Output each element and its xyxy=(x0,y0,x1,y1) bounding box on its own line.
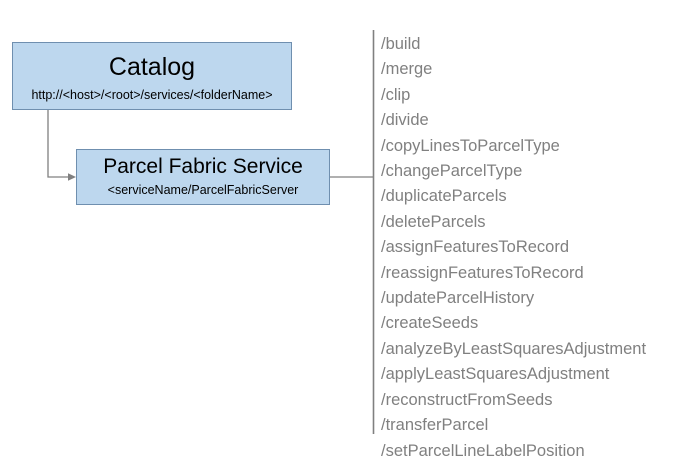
operation-item: /reconstructFromSeeds xyxy=(381,390,553,409)
node-parcel-fabric-service-subtitle: <serviceName/ParcelFabricServer xyxy=(107,183,299,197)
operation-item: /analyzeByLeastSquaresAdjustment xyxy=(381,339,647,358)
operation-item: /changeParcelType xyxy=(381,162,523,181)
node-parcel-fabric-service: Parcel Fabric Service <serviceName/Parce… xyxy=(76,149,330,205)
operation-item: /merge xyxy=(381,60,433,79)
node-parcel-fabric-service-title: Parcel Fabric Service xyxy=(103,155,303,178)
diagram-canvas: Catalog http://<host>/<root>/services/<f… xyxy=(12,30,646,460)
operation-item: /applyLeastSquaresAdjustment xyxy=(381,365,610,384)
operation-item: /setParcelLineLabelPosition xyxy=(381,441,585,460)
operation-item: /deleteParcels xyxy=(381,212,486,231)
operation-item: /duplicateParcels xyxy=(381,187,507,206)
node-catalog-title: Catalog xyxy=(108,53,196,81)
operation-item: /build xyxy=(381,35,421,53)
operation-item: /reassignFeaturesToRecord xyxy=(381,263,584,282)
operation-item: /createSeeds xyxy=(381,314,479,333)
operations-list: /build /merge /clip /divide /copyLinesTo… xyxy=(381,32,681,464)
operation-item: /transferParcel xyxy=(381,416,489,435)
node-catalog: Catalog http://<host>/<root>/services/<f… xyxy=(12,42,292,110)
operation-item: /copyLinesToParcelType xyxy=(381,136,560,155)
operation-item: /divide xyxy=(381,111,429,130)
operation-item: /updateParcelHistory xyxy=(381,289,535,308)
operation-item: /clip xyxy=(381,85,411,104)
operation-item: /assignFeaturesToRecord xyxy=(381,238,570,257)
node-catalog-subtitle: http://<host>/<root>/services/<folderNam… xyxy=(31,88,273,102)
